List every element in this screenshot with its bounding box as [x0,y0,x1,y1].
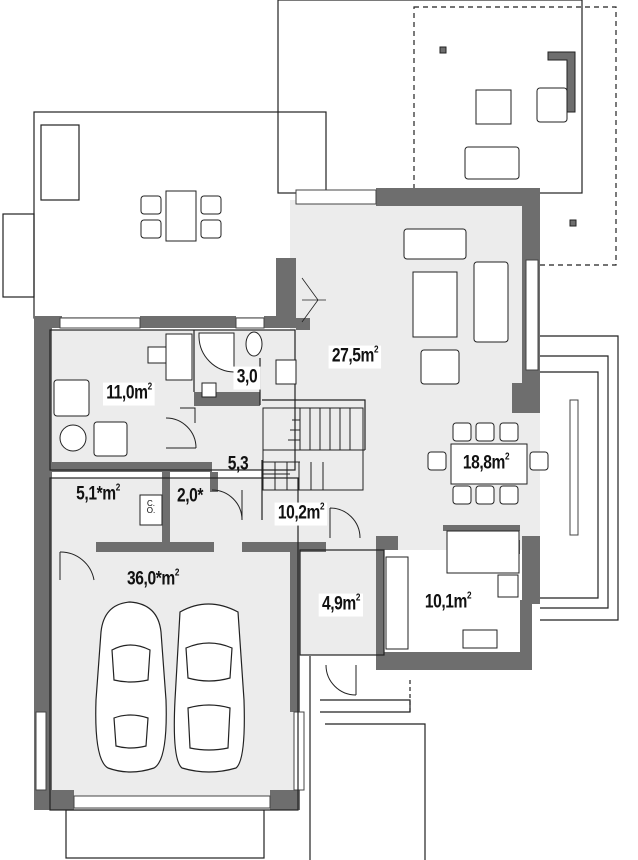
east-steps [540,335,619,621]
wall-west-block [34,316,52,810]
room-label-dining: 18,8m2 [459,452,513,476]
room-label-living: 27,5m2 [328,345,382,369]
room-label-office: 11,0m2 [103,382,155,406]
entry-steps [309,656,426,860]
west-step [2,213,35,298]
boiler-label: C.O. [146,499,156,515]
garage-apron [65,809,265,859]
room-label-vestibule: 10,2m2 [274,502,328,526]
wall-living-west [276,258,296,328]
room-label-bath: 3,0 [233,366,261,390]
room-label-utility: 5,1*m2 [76,482,120,505]
room-label-entry: 4,9m2 [318,593,364,617]
wall-north-living [376,188,540,206]
room-label-kitchen: 10,1m2 [421,591,475,615]
room-label-garage: 36,0*m2 [127,567,179,590]
room-label-wc: 2,0* [176,485,204,507]
staircase [262,407,365,491]
cars [95,601,245,773]
room-label-hall: 5,3 [227,453,249,475]
terrace-outline [277,0,583,194]
skylight [40,124,80,201]
